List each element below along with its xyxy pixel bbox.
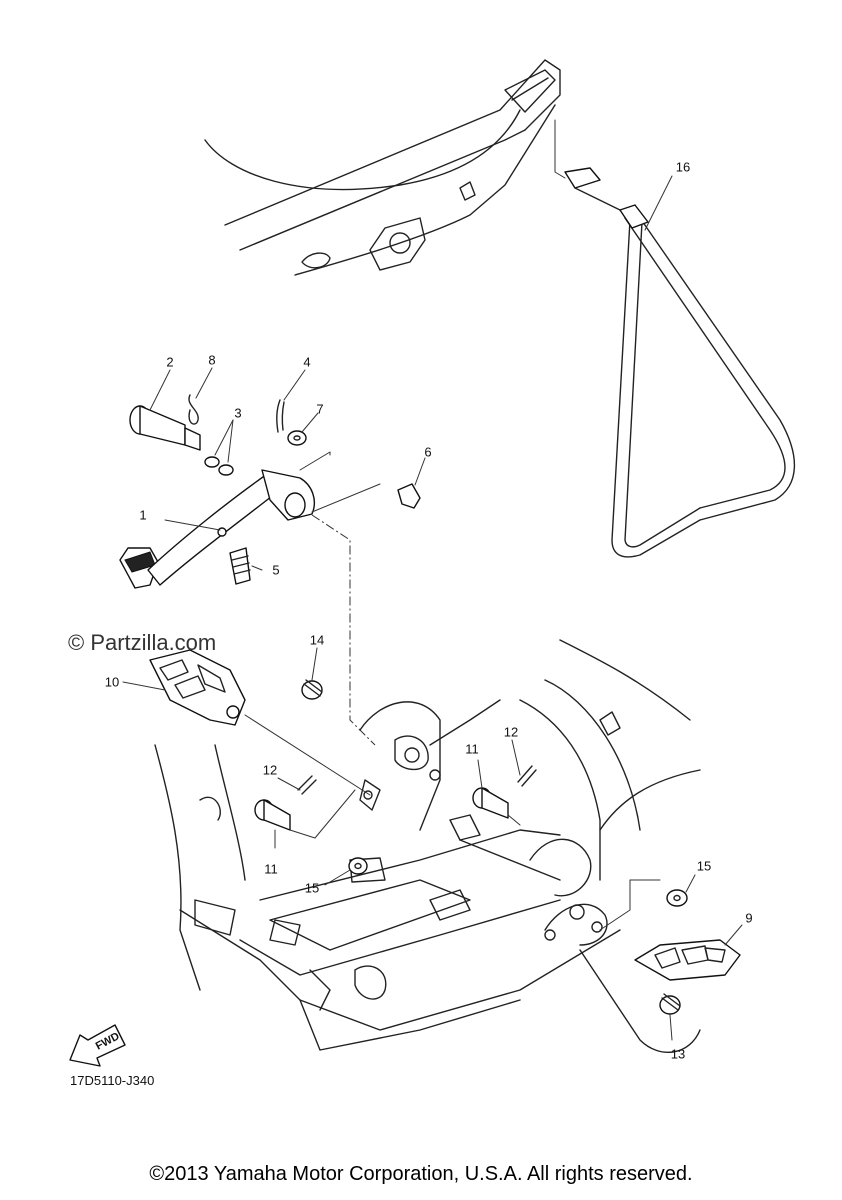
watermark-text: © Partzilla.com xyxy=(68,630,217,655)
callout-9: 9 xyxy=(745,910,753,926)
sidestand-part xyxy=(554,119,796,558)
diagram-code: 17D5110-J340 xyxy=(70,1073,155,1088)
callout-12-right: 12 xyxy=(503,724,519,740)
callout-13: 13 xyxy=(670,1046,686,1062)
callout-3: 3 xyxy=(234,405,242,421)
left-footrest-part xyxy=(122,647,371,796)
callout-15-left: 15 xyxy=(304,880,320,896)
callout-7: 7 xyxy=(316,401,324,417)
fwd-arrow: FWD xyxy=(69,1024,126,1067)
bolts-and-pins xyxy=(254,739,696,931)
copyright-notice: ©2013 Yamaha Motor Corporation, U.S.A. A… xyxy=(149,1163,693,1185)
callout-14: 14 xyxy=(309,632,325,648)
callout-11-left: 11 xyxy=(264,861,278,877)
callout-8: 8 xyxy=(208,352,216,368)
brake-pedal-part xyxy=(119,469,316,589)
pedal-shaft-part xyxy=(129,367,234,476)
callout-2: 2 xyxy=(166,354,174,370)
callout-1: 1 xyxy=(139,507,147,523)
right-footrest-part xyxy=(634,924,743,1041)
callout-4: 4 xyxy=(303,354,311,370)
callout-12-left: 12 xyxy=(262,762,278,778)
callout-16: 16 xyxy=(675,159,691,175)
callout-10: 10 xyxy=(104,674,120,690)
callout-11-right: 11 xyxy=(465,741,479,757)
main-frame-outline xyxy=(154,639,701,1054)
callout-6: 6 xyxy=(424,444,432,460)
small-hardware xyxy=(229,369,426,585)
callout-15-right: 15 xyxy=(696,858,712,874)
callout-5: 5 xyxy=(272,562,280,578)
rear-frame-outline xyxy=(204,59,561,276)
